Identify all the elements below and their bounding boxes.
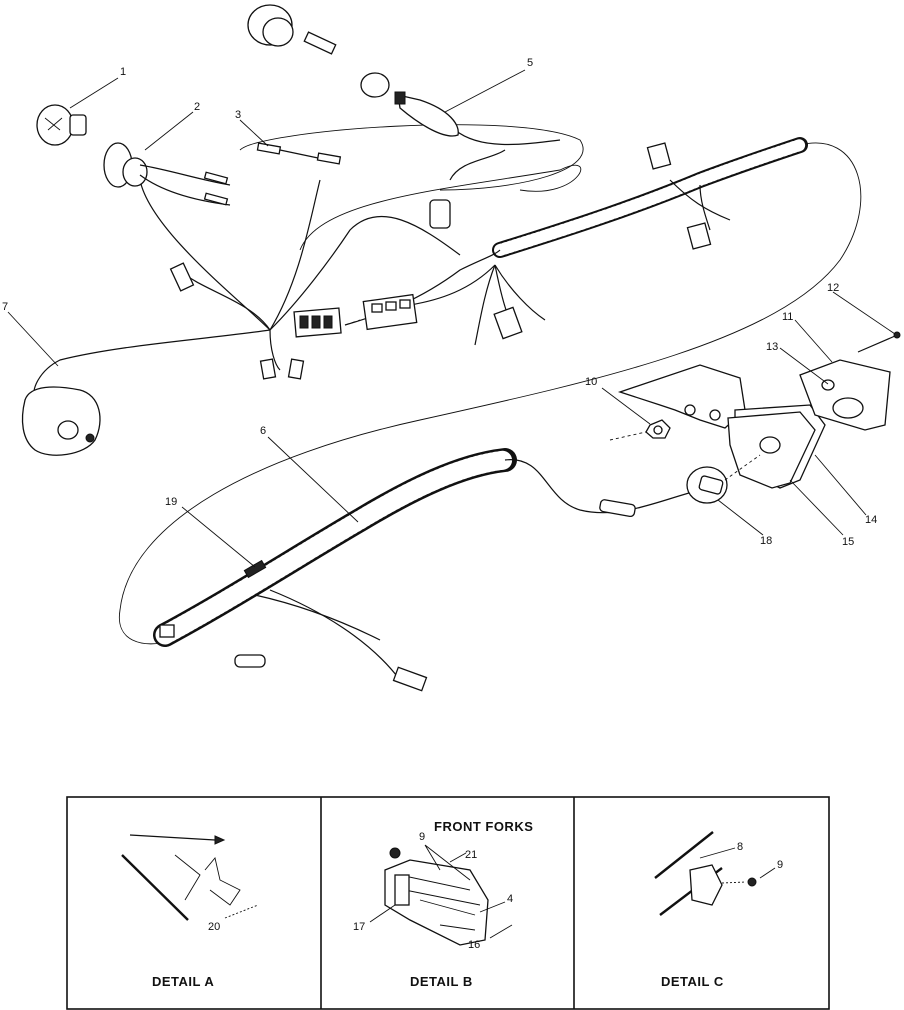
bundle-wire-d [33,329,271,401]
bundle-wire-g [269,329,281,371]
branch-wire-right-down [699,184,711,231]
bundle-wire-e [139,179,271,331]
branch-wire-lower [269,589,401,681]
fan-wire-3 [494,264,546,321]
branch-wire-lower-2 [254,594,381,641]
detail-b-callout-21: 21 [465,849,477,861]
ignition-lead-wire [454,129,561,146]
callout-7: 7 [2,301,8,313]
detail-b-callout-16: 16 [468,939,480,951]
bundle-wire-a [269,215,461,331]
main-exploded-view: 1 2 3 5 7 6 19 10 12 11 13 14 15 [2,4,901,692]
callout-labels: 1 2 3 5 7 6 19 10 12 11 13 14 15 [2,57,896,568]
callout-12: 12 [827,282,839,294]
handlebar-switch [21,386,101,456]
callout-10: 10 [585,376,597,388]
callout-2: 2 [194,101,200,113]
detail-c-callout-8: 8 [737,841,743,853]
taillight-lead-wire [504,459,701,514]
bulb [36,104,87,146]
detail-b-title: DETAIL B [410,974,473,989]
main-harness-conduit [153,448,517,647]
detail-b-callout-17: 17 [353,921,365,933]
detail-c-title: DETAIL C [661,974,724,989]
upper-harness-conduit [492,137,808,258]
detail-b: FRONT FORKS 9 21 17 4 16 DETAIL B [353,819,533,989]
detail-panels: 20 DETAIL A FRONT FORKS 9 21 17 4 16 DET… [66,796,830,1010]
detail-a-callout-20: 20 [208,921,220,933]
callout-3: 3 [235,109,241,121]
detail-a-title: DETAIL A [152,974,214,989]
detail-a: 20 DETAIL A [121,834,259,989]
detail-b-callout-9: 9 [419,831,425,843]
bundle-wire-c [179,269,271,331]
callout-6: 6 [260,425,266,437]
callout-5: 5 [527,57,533,69]
taillight-assembly [599,331,901,518]
callout-1: 1 [120,66,126,78]
fan-wire-4 [409,264,496,306]
bundle-wire-b [269,179,321,331]
bulb-socket [103,142,231,206]
detail-c: 8 9 DETAIL C [654,831,783,989]
callout-11: 11 [782,311,793,323]
detail-c-callout-9: 9 [777,859,783,871]
ignition-switch [247,4,459,137]
detail-b-callout-4: 4 [507,893,513,905]
bullet-connector [256,142,342,165]
callout-14: 14 [865,514,877,526]
outer-loop-wire [118,142,862,645]
multi-pin-connector [293,293,418,338]
fan-wire-1 [474,264,496,346]
callout-18: 18 [760,535,772,547]
callout-15: 15 [842,536,854,548]
terminal-caps [159,142,712,692]
branch-wire-upper-right [669,179,731,221]
headlight-loop-wire [299,164,582,251]
ignition-lead-wire-2 [449,149,506,181]
callout-19: 19 [165,496,177,508]
detail-b-heading: FRONT FORKS [434,819,533,834]
upper-loop-wire [239,124,584,191]
callout-13: 13 [766,341,778,353]
